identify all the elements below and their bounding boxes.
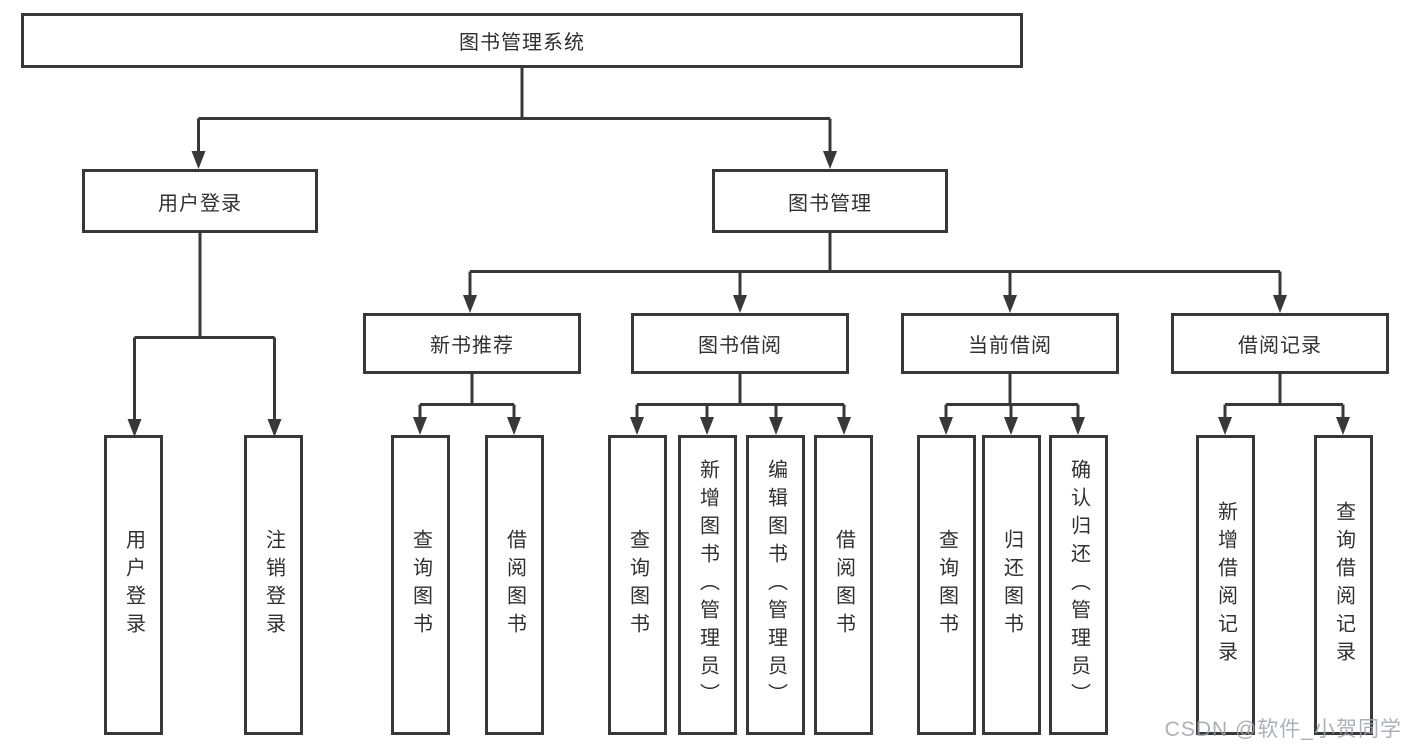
node-book-management-branch: 图书管理: [712, 169, 948, 233]
node-label: 图书管理系统: [459, 32, 585, 54]
node-label: 新增借阅记录: [1214, 501, 1237, 669]
node-leaf-query-books-2: 查询图书: [608, 435, 667, 735]
node-leaf-edit-books-admin: 编辑图书（管理员）: [746, 435, 805, 735]
node-new-book-recommend: 新书推荐: [363, 313, 581, 374]
node-label: 查询图书: [409, 529, 432, 641]
node-label: 当前借阅: [968, 335, 1052, 357]
csdn-watermark: CSDN @软件_小贺同学: [1164, 718, 1402, 741]
node-library-system: 图书管理系统: [21, 13, 1023, 68]
node-leaf-user-login: 用户登录: [104, 435, 163, 735]
node-label: 用户登录: [122, 529, 145, 641]
node-leaf-query-books-1: 查询图书: [391, 435, 450, 735]
node-label: 新书推荐: [430, 335, 514, 357]
node-label: 借阅图书: [832, 529, 855, 641]
node-label: 新增图书（管理员）: [696, 459, 719, 711]
node-leaf-add-books-admin: 新增图书（管理员）: [678, 435, 737, 735]
node-label: 借阅图书: [503, 529, 526, 641]
node-leaf-query-books-3: 查询图书: [917, 435, 976, 735]
node-label: 编辑图书（管理员）: [764, 459, 787, 711]
node-label: 查询图书: [626, 529, 649, 641]
node-label: 查询借阅记录: [1332, 501, 1355, 669]
node-label: 图书借阅: [698, 335, 782, 357]
node-leaf-query-borrow-record: 查询借阅记录: [1314, 435, 1373, 735]
node-book-borrow: 图书借阅: [631, 313, 849, 374]
node-current-borrow: 当前借阅: [901, 313, 1119, 374]
node-label: 查询图书: [935, 529, 958, 641]
node-label: 图书管理: [788, 192, 872, 215]
node-leaf-return-books: 归还图书: [982, 435, 1041, 735]
node-leaf-borrow-books-1: 借阅图书: [485, 435, 544, 735]
node-label: 确认归还（管理员）: [1067, 459, 1090, 711]
node-leaf-confirm-return-admin: 确认归还（管理员）: [1049, 435, 1108, 735]
node-label: 归还图书: [1000, 529, 1023, 641]
node-leaf-borrow-books-2: 借阅图书: [814, 435, 873, 735]
node-label: 注销登录: [262, 529, 285, 641]
node-label: 用户登录: [158, 192, 242, 215]
node-borrow-records: 借阅记录: [1171, 313, 1389, 374]
node-label: 借阅记录: [1238, 335, 1322, 357]
node-leaf-logout: 注销登录: [244, 435, 303, 735]
node-leaf-add-borrow-record: 新增借阅记录: [1196, 435, 1255, 735]
node-user-login-branch: 用户登录: [82, 169, 318, 233]
